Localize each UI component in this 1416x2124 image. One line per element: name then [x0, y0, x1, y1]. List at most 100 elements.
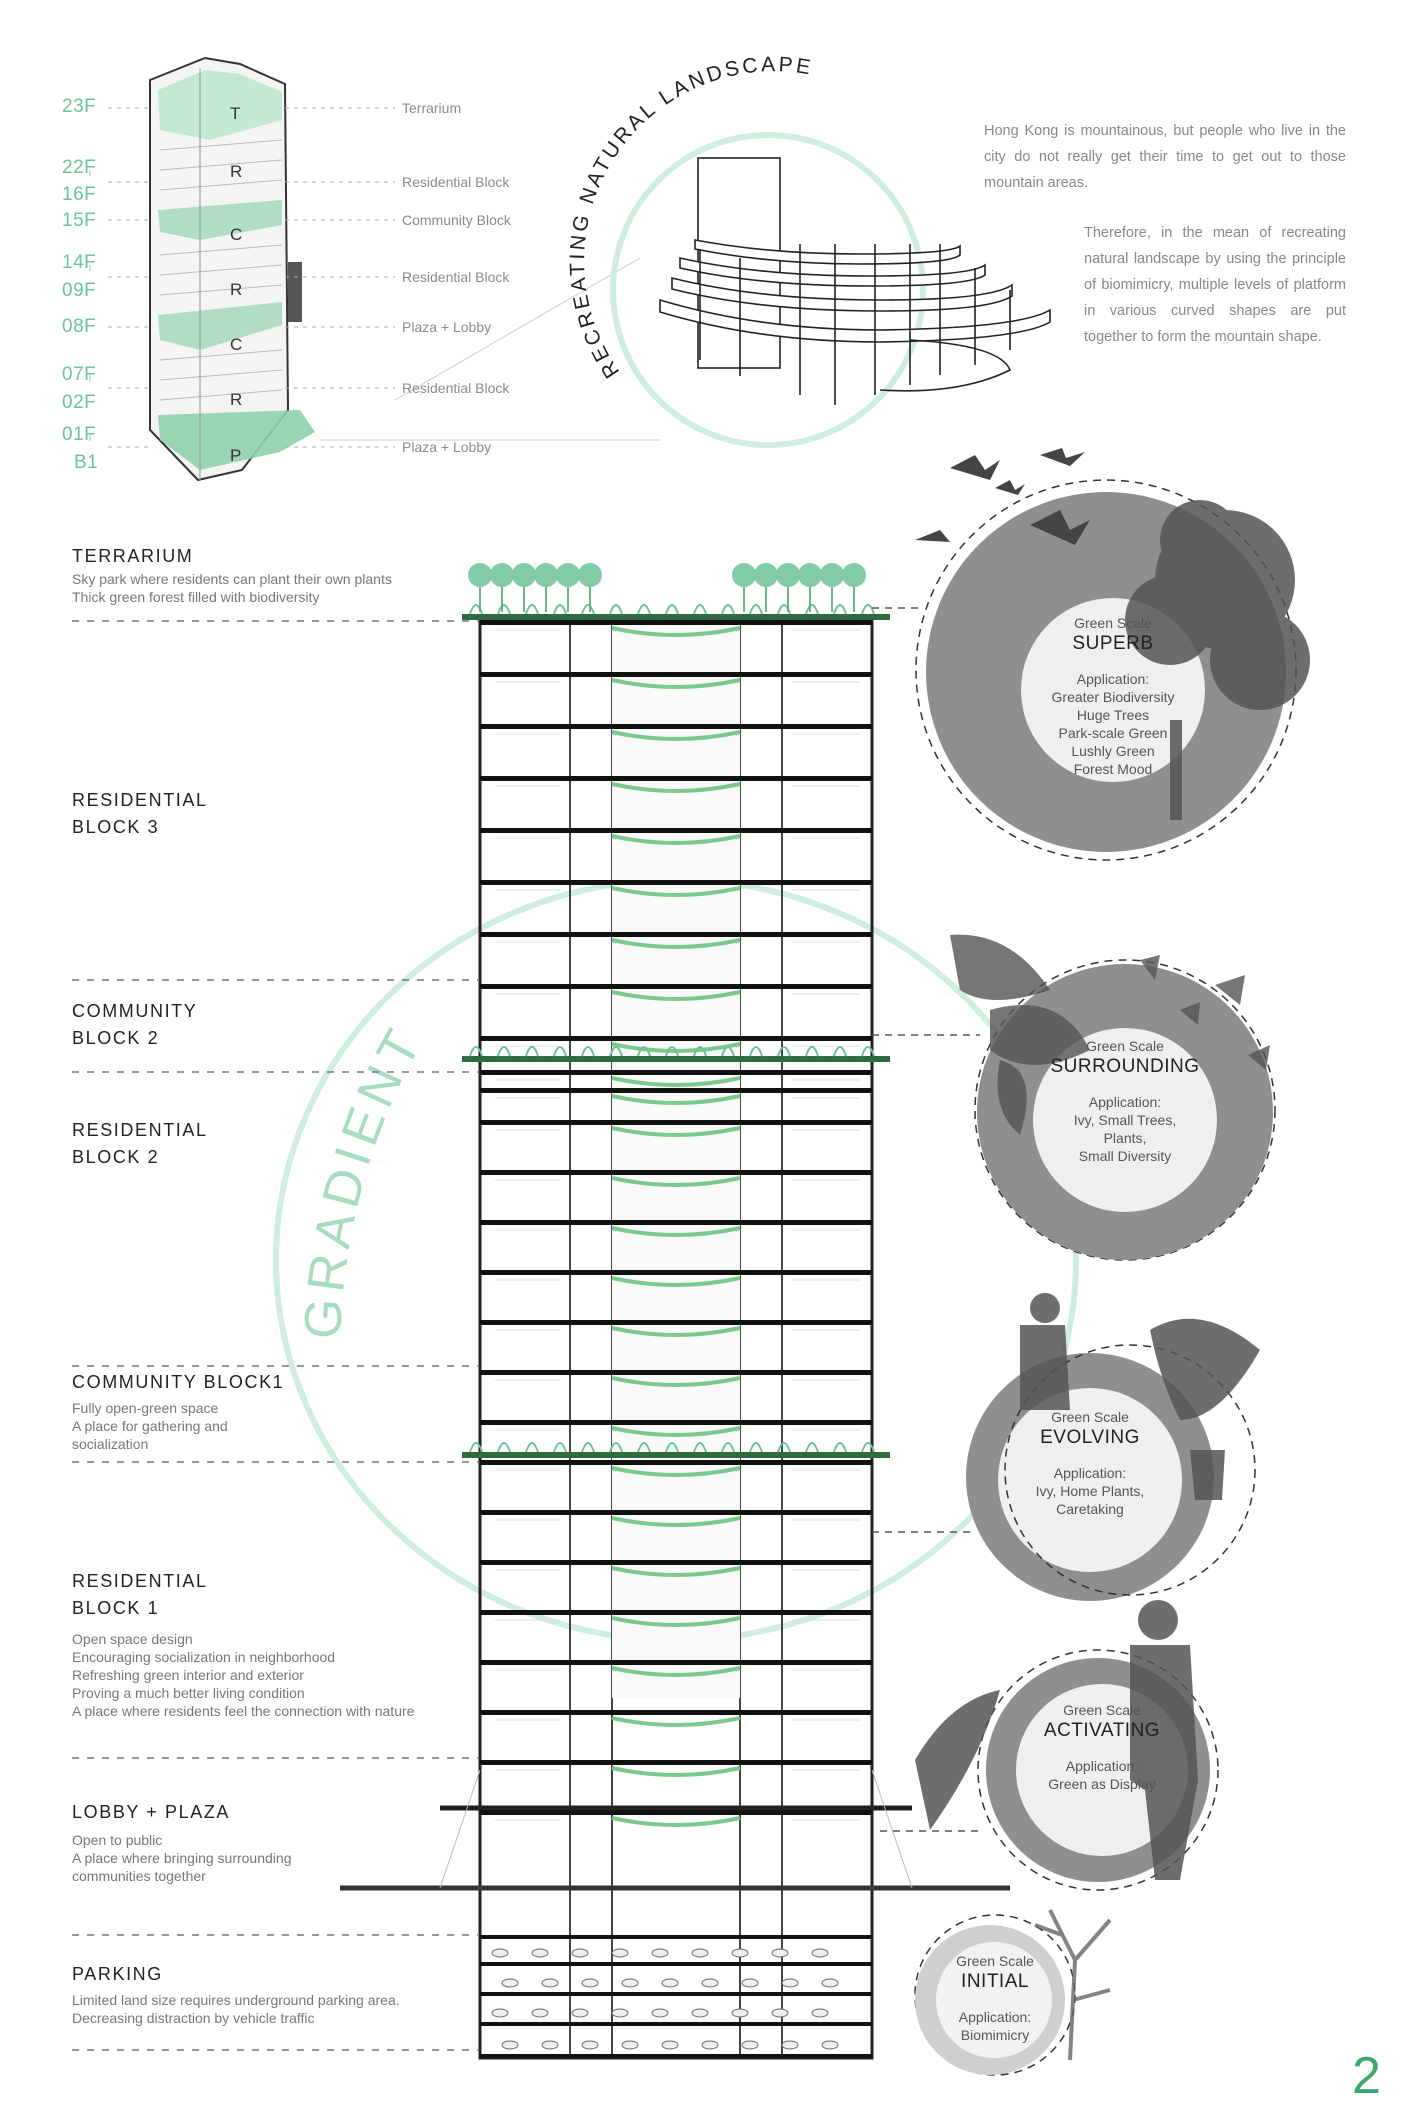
intro-paragraph-1: Hong Kong is mountainous, but people who… [984, 123, 1346, 191]
tower-axonometric [149, 56, 315, 482]
plant [861, 604, 875, 615]
floor-slab [480, 776, 872, 781]
green-scale-label: Green Scale [1086, 1038, 1164, 1054]
key-label-residential: Residential Block [402, 174, 510, 190]
plant [497, 1046, 511, 1057]
floor-label-b1: B1 [74, 452, 99, 473]
atrium-bridge [611, 1226, 741, 1237]
atrium-bridge [611, 730, 741, 741]
floor-slab [480, 1660, 872, 1665]
green-scale-app-title: Application: [1076, 671, 1150, 687]
palm-crown [732, 563, 756, 587]
floor-slab [480, 1270, 872, 1275]
green-scale-name: ACTIVATING [1043, 1720, 1161, 1741]
green-scale-apps: Ivy, Small Trees, Plants, Small Diversit… [1073, 1112, 1177, 1164]
parked-car [491, 1948, 509, 1958]
plant [469, 1046, 483, 1057]
plant [777, 1442, 791, 1453]
block-letter: R [230, 280, 243, 299]
palm-crown [842, 563, 866, 587]
block-letter: C [230, 335, 243, 354]
intro-paragraph-2: Therefore, in the mean of recreating nat… [1084, 225, 1346, 345]
key-label-residential: Residential Block [402, 380, 510, 396]
plant [581, 604, 595, 615]
floor-slab [480, 1220, 872, 1225]
palm-crown [534, 563, 558, 587]
atrium-bridge [611, 1666, 741, 1677]
atrium-bridge [611, 886, 741, 897]
floor-slab [480, 1560, 872, 1565]
scale-leaders [872, 607, 980, 1832]
atrium-bridge [611, 834, 741, 845]
atrium-bridge [611, 1276, 741, 1287]
floor-slab [480, 932, 872, 937]
plant [693, 1442, 707, 1453]
plant [665, 1046, 679, 1057]
atrium-bridge [611, 1516, 741, 1527]
floor-slab [480, 1760, 872, 1765]
section-desc: Fully open-green space A place for gathe… [72, 1400, 228, 1452]
parking-slab [480, 1935, 872, 1939]
block-letter: R [230, 162, 243, 181]
green-scale-activating: Green Scale ACTIVATING Application: Gree… [1012, 1701, 1192, 1793]
parked-car [541, 2040, 559, 2050]
atrium-bridge [611, 1466, 741, 1477]
atrium-bridge [611, 1076, 741, 1087]
plant [861, 1442, 875, 1453]
plant [553, 604, 567, 615]
section-community-1: COMMUNITY BLOCK1 Fully open-green space … [72, 1369, 472, 1453]
atrium-bridge [611, 1566, 741, 1577]
green-scale-evolving: Green Scale EVOLVING Application: Ivy, H… [1000, 1408, 1180, 1518]
floor-label-14f: 14F [62, 252, 97, 273]
plant [805, 604, 819, 615]
section-desc: Limited land size requires underground p… [72, 1992, 400, 2026]
green-scale-name: SUPERB [1072, 633, 1154, 654]
plant [525, 1442, 539, 1453]
parked-car [781, 1978, 799, 1988]
green-scale-app-title: Application: [1053, 1465, 1127, 1481]
section-residential-3: RESIDENTIAL BLOCK 3 [72, 787, 472, 841]
section-terrarium: TERRARIUM Sky park where residents can p… [72, 543, 472, 606]
floor-slab [480, 1320, 872, 1325]
plant [777, 1046, 791, 1057]
parked-car [811, 1948, 829, 1958]
parked-car [541, 1978, 559, 1988]
palm-crown [754, 563, 778, 587]
key-label-community: Community Block [402, 212, 511, 228]
plant [805, 1442, 819, 1453]
parked-car [781, 2040, 799, 2050]
plant [749, 1442, 763, 1453]
block-letter: C [230, 225, 243, 244]
green-slab [462, 1452, 890, 1458]
atrium-bridge [611, 1326, 741, 1337]
green-scale-app-title: Application: [958, 2009, 1032, 2025]
page-number: 2 [1352, 2047, 1381, 2105]
floor-slab [480, 1810, 872, 1815]
tower-section [340, 563, 1010, 2060]
parked-car [691, 1948, 709, 1958]
plant [553, 1046, 567, 1057]
section-title: RESIDENTIAL BLOCK 1 [72, 1571, 208, 1618]
green-slab [462, 1056, 890, 1062]
floor-slab [480, 1510, 872, 1515]
green-scale-label: Green Scale [956, 1953, 1034, 1969]
palm-crown [512, 563, 536, 587]
palm-crown [490, 563, 514, 587]
plant [665, 1442, 679, 1453]
floor-label-08f: 08F [62, 316, 97, 337]
key-label-plaza: Plaza + Lobby [402, 319, 492, 335]
floor-slab [480, 1170, 872, 1175]
plant [525, 604, 539, 615]
parked-car [811, 2008, 829, 2018]
floor-slab [480, 1036, 872, 1041]
atrium-bridge [611, 1616, 741, 1627]
floor-label-15f: 15F [62, 210, 97, 231]
green-scale-surrounding-graphic [950, 934, 1276, 1261]
floor-slab [480, 1070, 872, 1075]
section-parking: PARKING Limited land size requires under… [72, 1961, 492, 2027]
landscape-circle [610, 132, 926, 448]
green-scale-apps: Green as Display [1048, 1776, 1156, 1792]
gradient-word: GRADIENT [294, 1016, 435, 1341]
parked-car [571, 2008, 589, 2018]
